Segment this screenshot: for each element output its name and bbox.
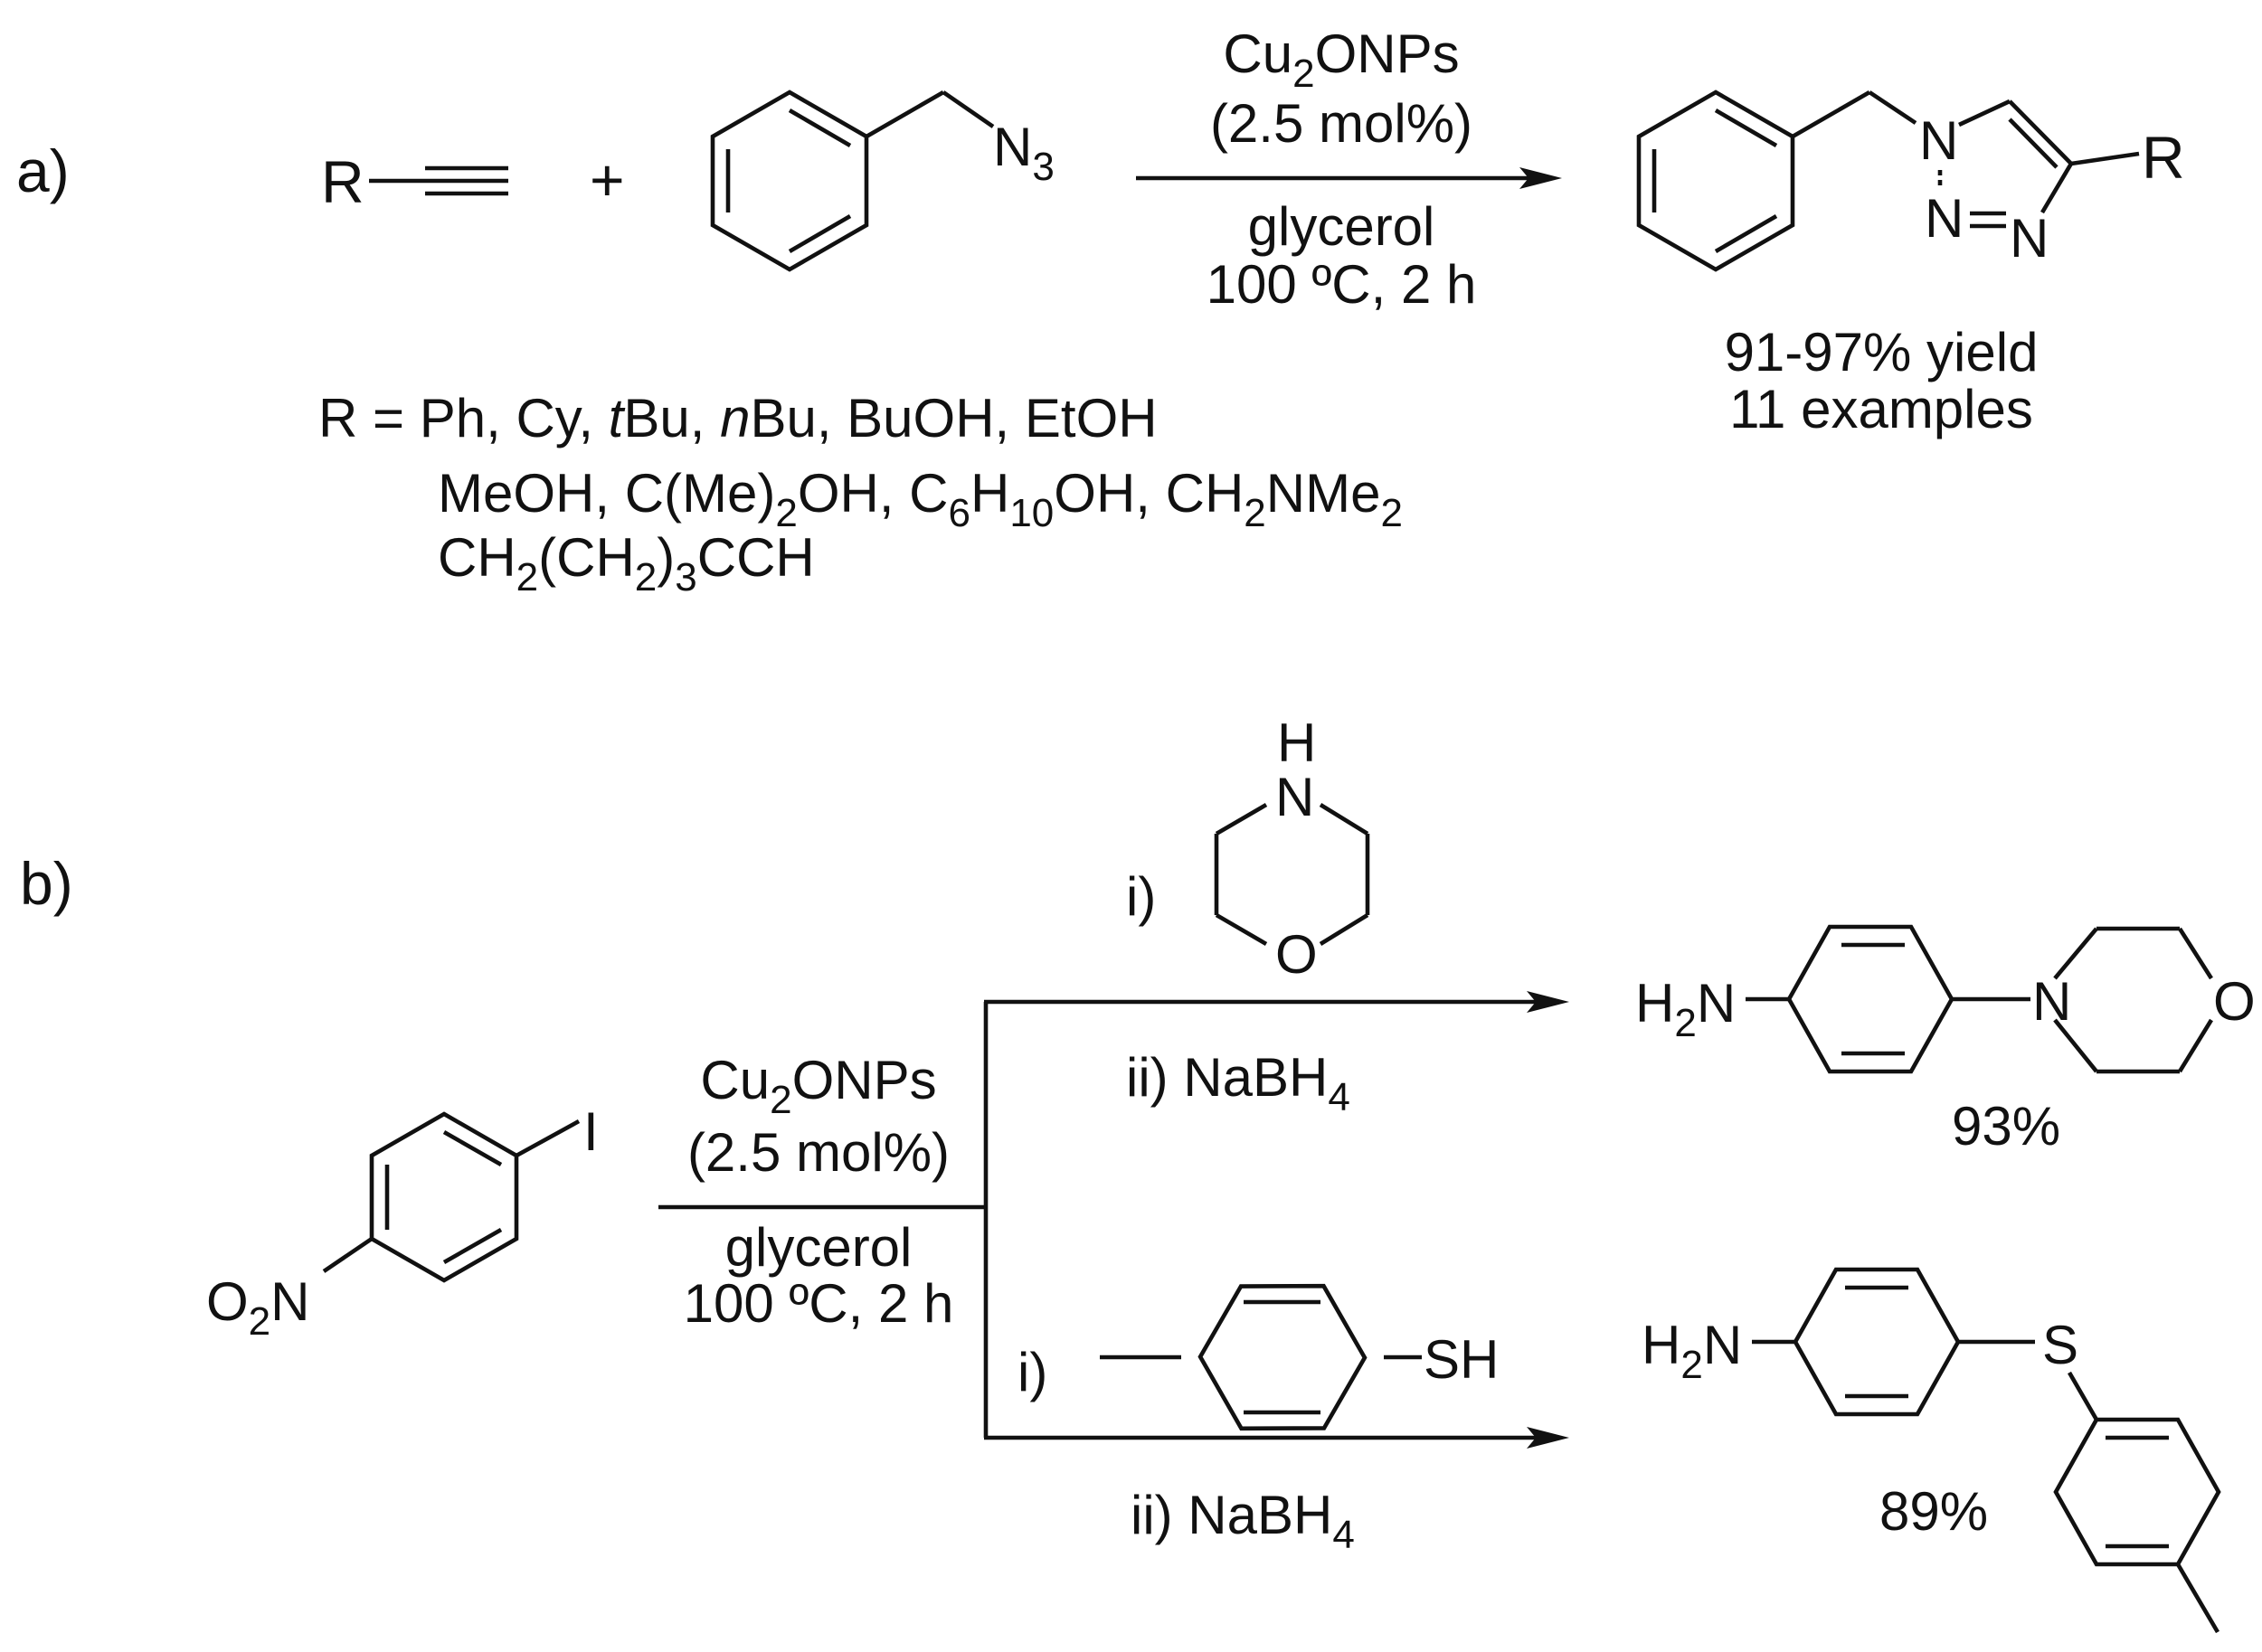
upper-arrow-head — [1527, 991, 1569, 1013]
triazole-benzyl-ch2 — [1791, 90, 1871, 138]
triazole-n2: N — [1925, 188, 1964, 249]
triazole-benzyl-inner-2 — [1714, 109, 1778, 147]
thiocresol-sh: SH — [1424, 1329, 1499, 1390]
prod1-morph-bond-1 — [2053, 927, 2098, 980]
reaction-arrow-a: Cu2ONPs (2.5 mol%) glycerol 100 ºC, 2 h — [1136, 24, 1562, 315]
reaction-arrow-b-conditions: Cu2ONPs (2.5 mol%) glycerol 100 ºC, 2 h — [658, 1050, 988, 1334]
prod1-morph-bond-6 — [2178, 1018, 2213, 1073]
azide-label: N3 — [993, 117, 1055, 189]
arrow-a-loading: (2.5 mol%) — [1210, 93, 1472, 154]
arrow-a-solvent: glycerol — [1248, 196, 1435, 257]
morpholine-bond-6 — [1319, 913, 1369, 946]
triazole-product: N R N N 91-97% yield 11 examples — [1636, 90, 2185, 439]
benzyl-azide-ring — [710, 90, 869, 272]
triazole-benzyl-ring — [1636, 90, 1795, 272]
iodo-label: I — [583, 1101, 599, 1162]
triazole-benzyl-inner-3 — [1714, 214, 1778, 253]
arrow-b-catalyst: Cu2ONPs — [700, 1050, 936, 1122]
triazole-c4-r — [2070, 151, 2140, 166]
prod1-ring — [1786, 924, 1954, 1074]
benzyl-azide-inner-bond-2 — [788, 109, 852, 147]
triazole-examples: 11 examples — [1729, 379, 2033, 439]
alkyne-r-label: R — [321, 148, 364, 215]
triazole-n1: N — [1919, 110, 1958, 171]
nitro-bond — [322, 1237, 374, 1273]
prod2-ring — [1793, 1267, 1961, 1417]
lower-branch-arrow: i) ii) NaBH4 — [984, 1342, 1569, 1557]
r-list-line-1: R = Ph, Cy, tBu, nBu, BuOH, EtOH — [318, 388, 1158, 448]
plus-sign: + — [590, 146, 625, 213]
triazole-c4-n3 — [2040, 162, 2073, 214]
arrow-b-loading: (2.5 mol%) — [687, 1122, 950, 1183]
morpholine-o: O — [1275, 924, 1318, 985]
prod1-morph-bond-4 — [2053, 1018, 2098, 1073]
thiocresol-reagent: SH — [1100, 1283, 1499, 1431]
arrow-a-head — [1519, 167, 1562, 189]
prod2-tolyl-methyl — [2176, 1562, 2219, 1634]
tolylthioaniline-product: H2N S 89% — [1642, 1267, 2221, 1634]
upper-step-2: ii) NaBH4 — [1126, 1047, 1350, 1119]
triazole-yield: 91-97% yield — [1725, 322, 2039, 382]
morpholine-h: H — [1277, 713, 1316, 773]
prod1-amine: H2N — [1635, 973, 1736, 1045]
upper-step-1: i) — [1126, 866, 1156, 927]
triazole-ch2-n1 — [1868, 90, 1917, 125]
morpholine-bond-1 — [1215, 803, 1268, 835]
panel-a: a) R + N3 Cu2ONPs (2.5 mol%) glycerol — [16, 24, 2185, 599]
r-list-line-3: CH2(CH2)3CCH — [438, 527, 815, 599]
iodonitrobenzene-reactant: I O2N — [206, 1101, 599, 1344]
arrow-a-temp-time: 100 ºC, 2 h — [1207, 254, 1477, 315]
ch2-azide-bond — [942, 90, 995, 128]
morpholinoaniline-product: H2N N O 93% — [1635, 924, 2256, 1156]
morpholine-bond-3 — [1215, 913, 1268, 946]
iodonitro-inner-3 — [442, 1228, 503, 1264]
arrow-a-catalyst: Cu2ONPs — [1223, 24, 1459, 96]
r-list-line-2: MeOH, C(Me)2OH, C6H10OH, CH2NMe2 — [438, 463, 1403, 535]
prod1-morph-n: N — [2032, 971, 2071, 1032]
prod2-amine: H2N — [1642, 1315, 1742, 1387]
benzyl-azide-reactant: N3 — [710, 90, 1055, 272]
iodonitro-inner-2 — [442, 1130, 503, 1166]
triazole-c5-c4-double — [2008, 118, 2059, 169]
prod1-morph-bond-3 — [2178, 927, 2213, 980]
alkyne-reactant: R — [321, 148, 508, 215]
prod2-s-tolyl-bond — [2068, 1371, 2098, 1421]
lower-step-1: i) — [1017, 1342, 1047, 1402]
prod1-morph-o: O — [2213, 971, 2256, 1032]
benzyl-ch2-bond — [865, 90, 945, 138]
triazole-n3: N — [2010, 208, 2049, 269]
thiocresol-ring — [1197, 1283, 1368, 1431]
morpholine-n: N — [1275, 767, 1314, 827]
panel-b: b) I O2N Cu2ONPs (2.5 mol%) glycerol 100… — [20, 713, 2256, 1634]
arrow-b-temp-time: 100 ºC, 2 h — [684, 1273, 954, 1334]
benzyl-azide-inner-bond-3 — [788, 214, 852, 253]
arrow-b-solvent: glycerol — [725, 1217, 913, 1278]
lower-arrow-head — [1527, 1427, 1569, 1449]
triazole-c5-c4 — [2008, 99, 2073, 165]
upper-branch-arrow: i) ii) NaBH4 — [984, 866, 1569, 1119]
iodo-bond — [515, 1119, 581, 1158]
morpholine-bond-4 — [1319, 803, 1369, 835]
panel-b-label: b) — [20, 850, 73, 917]
prod2-tolyl-ring — [2053, 1417, 2221, 1567]
r-group-list: R = Ph, Cy, tBu, nBu, BuOH, EtOH MeOH, C… — [318, 388, 1403, 599]
iodonitro-ring — [369, 1111, 519, 1283]
panel-a-label: a) — [16, 137, 70, 204]
triazole-n1-c5 — [1958, 99, 2011, 127]
nitro-label: O2N — [206, 1271, 310, 1344]
prod2-yield: 89% — [1879, 1481, 1988, 1542]
prod1-yield: 93% — [1952, 1096, 2060, 1156]
prod2-s: S — [2042, 1315, 2078, 1375]
lower-step-2: ii) NaBH4 — [1131, 1485, 1355, 1557]
morpholine-reagent: H N O — [1214, 713, 1370, 985]
triazole-r: R — [2142, 124, 2185, 191]
